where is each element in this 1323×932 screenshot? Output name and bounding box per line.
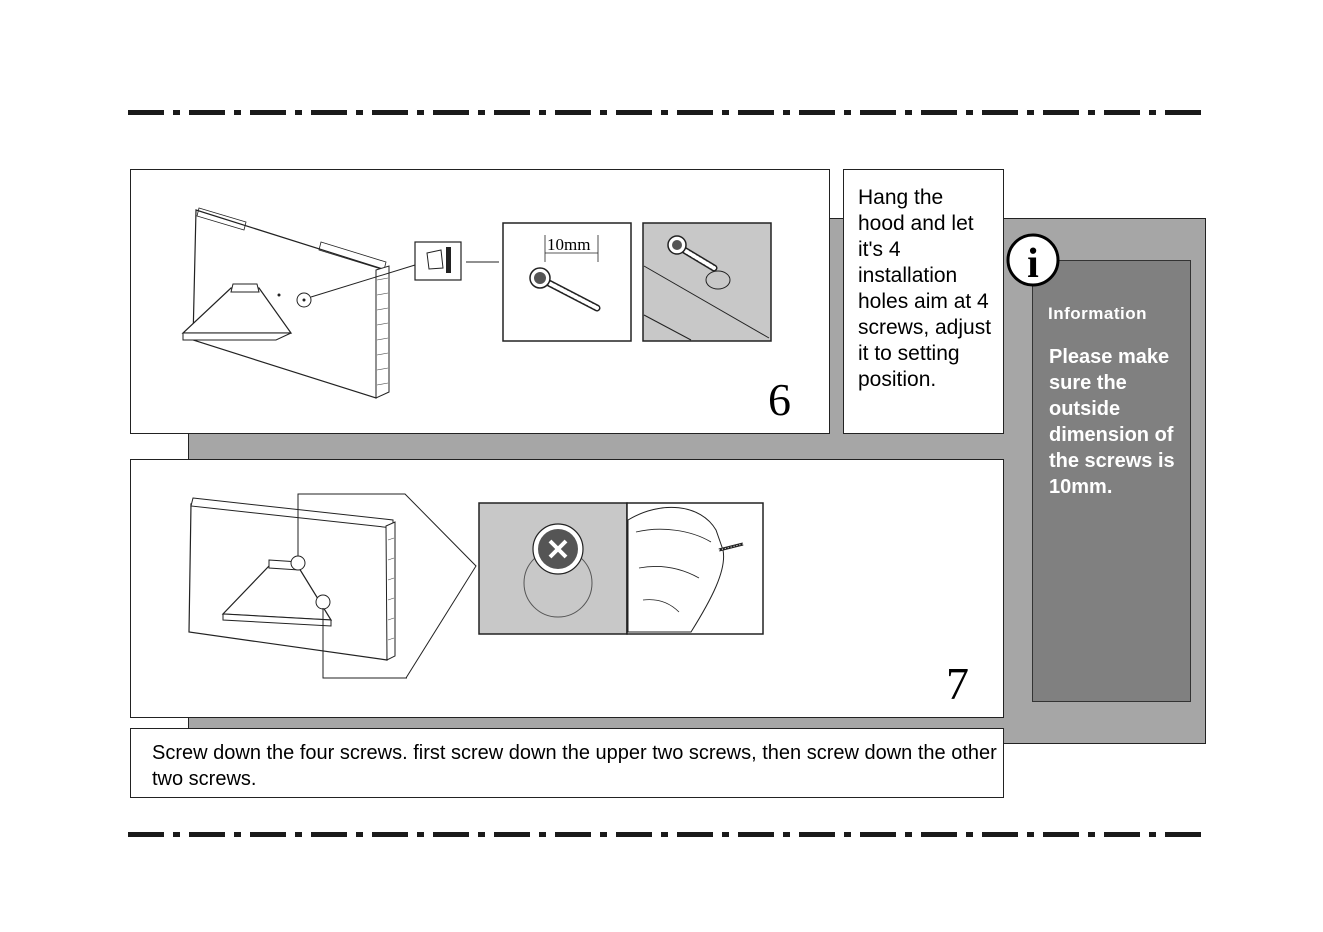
step6-illustration-panel: 10mm 6	[130, 169, 830, 434]
dimension-label: 10mm	[547, 235, 590, 254]
step-number-6: 6	[768, 377, 791, 423]
bottom-dashed-separator	[128, 832, 1206, 837]
information-body: Please make sure the outside dimension o…	[1049, 344, 1189, 500]
step6-instruction: Hang the hood and let it's 4 installatio…	[858, 185, 993, 393]
step6-drawing: 10mm	[131, 170, 831, 435]
step7-illustration-panel: 7	[130, 459, 1004, 718]
information-title: Information	[1048, 304, 1147, 324]
step-number-7: 7	[946, 661, 969, 707]
information-box: Information Please make sure the outside…	[1032, 260, 1191, 702]
step6-instruction-box: Hang the hood and let it's 4 installatio…	[843, 169, 1004, 434]
info-icon: i	[1006, 233, 1060, 287]
step7-instruction: Screw down the four screws. first screw …	[152, 740, 1003, 792]
top-dashed-separator	[128, 110, 1206, 115]
svg-text:i: i	[1027, 241, 1039, 287]
step7-instruction-box: Screw down the four screws. first screw …	[130, 728, 1004, 798]
step7-drawing	[131, 460, 1005, 719]
